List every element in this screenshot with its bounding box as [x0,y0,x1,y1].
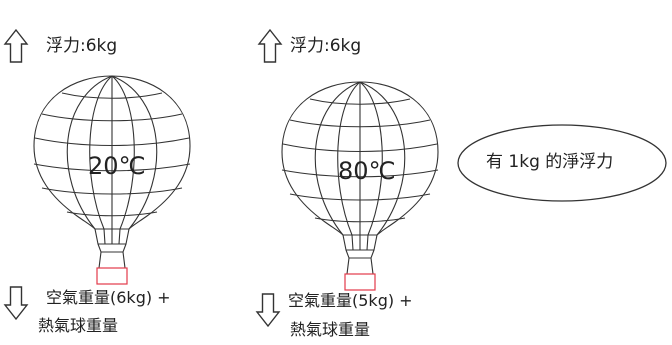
left-weight-line1: 空氣重量(6kg) + [46,288,171,307]
up-arrow-icon [4,29,28,63]
right-buoyancy-label: 浮力:6kg [290,36,362,56]
net-buoyancy-text: 有 1kg 的淨浮力 [486,152,614,172]
right-weight-line1: 空氣重量(5kg) + [288,291,413,310]
net-buoyancy-callout [457,124,667,202]
down-arrow-icon [4,286,28,320]
down-arrow-icon [256,293,280,327]
left-temperature: 20℃ [88,152,146,180]
balloon-80c [281,81,439,291]
balloon-20c [33,75,191,285]
left-weight-line2: 熱氣球重量 [38,316,119,335]
right-weight-line2: 熱氣球重量 [290,320,371,339]
right-temperature: 80℃ [338,157,396,185]
up-arrow-icon [258,29,282,63]
left-buoyancy-label: 浮力:6kg [46,36,118,56]
